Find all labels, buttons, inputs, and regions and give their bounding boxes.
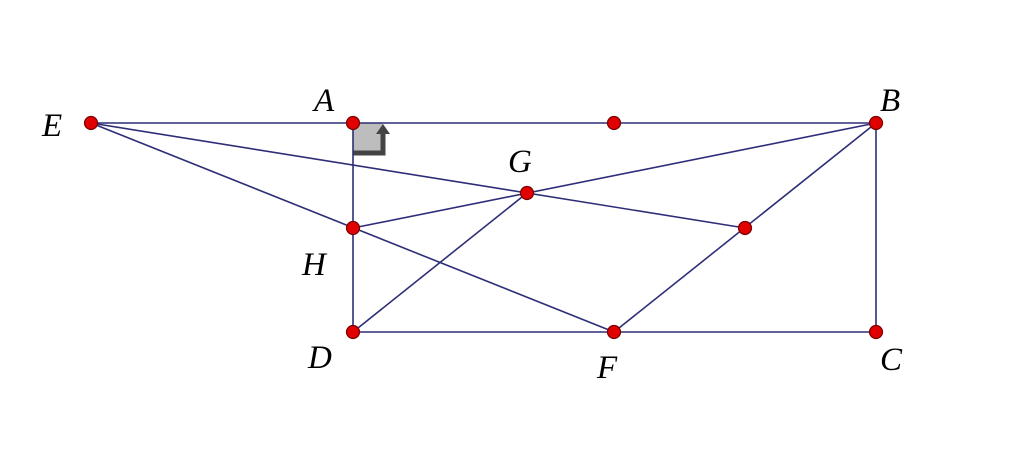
point-f — [606, 324, 622, 340]
label-a: A — [312, 83, 335, 119]
point-c — [868, 324, 884, 340]
label-h: H — [301, 247, 328, 283]
point-a — [345, 115, 361, 131]
point-d — [345, 324, 361, 340]
segment-eg-extended — [90, 122, 746, 229]
point-g — [519, 185, 535, 201]
label-f: F — [596, 350, 618, 386]
point-e — [83, 115, 99, 131]
label-b: B — [880, 83, 900, 119]
point-ab-midpoint — [606, 115, 622, 131]
label-g: G — [508, 144, 532, 180]
point-fb-midpoint — [737, 220, 753, 236]
segment-hb — [352, 122, 877, 229]
point-h — [345, 220, 361, 236]
point-b — [868, 115, 884, 131]
label-c: C — [880, 342, 903, 378]
right-angle-marker-icon — [353, 123, 390, 156]
label-e: E — [41, 108, 62, 144]
segment-dg — [352, 192, 528, 333]
label-d: D — [307, 340, 332, 376]
